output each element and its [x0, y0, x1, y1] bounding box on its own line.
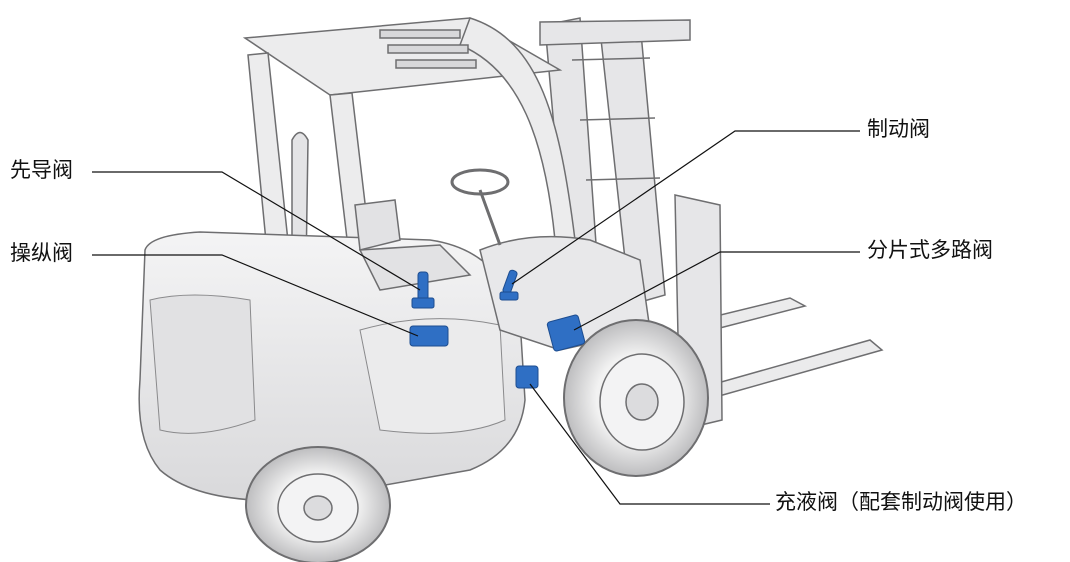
multi-way-valve-block — [546, 314, 586, 352]
control-leader — [92, 254, 419, 337]
leader-lines — [92, 130, 860, 505]
pilot-valve-base — [411, 297, 435, 309]
pilot-valve-label: 先导阀 — [10, 158, 73, 182]
front-wheel — [563, 319, 709, 477]
charging-valve-label: 充液阀（配套制动阀使用） — [775, 490, 1027, 514]
valve-highlights — [409, 269, 586, 389]
control-valve-block — [409, 325, 449, 347]
lower-fork — [698, 339, 884, 399]
multi-way-valve-label: 分片式多路阀 — [867, 238, 993, 262]
operator-seat — [354, 199, 472, 291]
pilot-leader — [92, 171, 421, 291]
brake-leader — [511, 130, 860, 285]
brake-valve-label: 制动阀 — [867, 117, 930, 141]
charging-leader — [529, 383, 770, 505]
control-valve-label: 操纵阀 — [10, 241, 73, 265]
multi-way-leader — [573, 251, 860, 331]
side-panel — [359, 318, 506, 434]
forks — [698, 297, 884, 399]
rear-wheel — [245, 446, 391, 562]
brake-valve-base — [499, 291, 519, 301]
charging-valve-block — [515, 365, 539, 389]
